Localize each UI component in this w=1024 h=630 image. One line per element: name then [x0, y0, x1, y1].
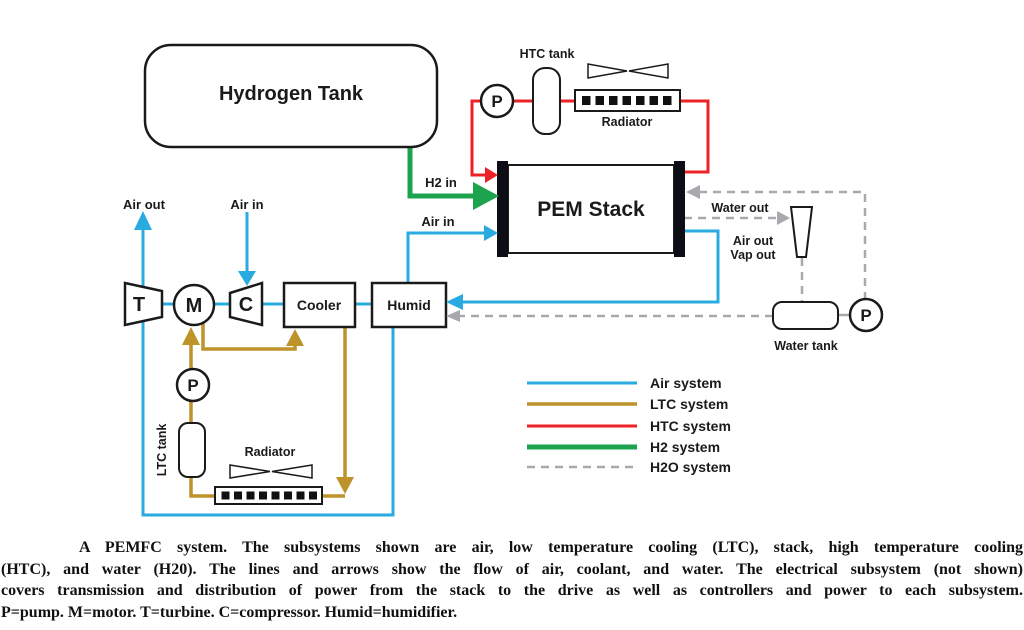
water-out-label: Water out	[711, 201, 769, 215]
htc-stack-to-radiator-line	[679, 99, 710, 174]
stack-air-out-line	[461, 229, 720, 304]
water-pump	[848, 297, 884, 333]
stack-air-in-label: Air in	[421, 214, 454, 229]
water-tank	[772, 301, 839, 330]
humidifier-label: Humid	[387, 297, 431, 313]
ltc-cooler-arrow-icon	[286, 329, 304, 346]
legend: Air system LTC system HTC system H2 syst…	[527, 375, 731, 475]
htc-pump-label: P	[491, 92, 502, 111]
ltc-pump-label: P	[187, 376, 198, 395]
htc-radiator-cells	[582, 96, 672, 105]
ltc-radiator-label: Radiator	[245, 445, 296, 459]
legend-label-htc: HTC system	[650, 418, 731, 434]
pemfc-system-diagram: Hydrogen Tank P HTC tank Radiator PEM St…	[123, 43, 884, 517]
turbine	[123, 281, 164, 327]
humidifier	[370, 281, 448, 329]
stack-air-in-arrow-icon	[484, 225, 498, 241]
water-tank-label: Water tank	[774, 339, 837, 353]
ltc-motor-to-cooler-line	[201, 322, 297, 351]
motor	[172, 283, 216, 327]
ltc-radiator-fan-icon	[271, 464, 313, 479]
pem-stack-label: PEM Stack	[537, 198, 645, 221]
caption-line: P=pump. M=motor. T=turbine. C=compressor…	[1, 603, 458, 621]
water-pump-label: P	[860, 306, 871, 325]
pem-stack-right-plate	[674, 161, 685, 257]
legend-label-h2o: H2O system	[650, 459, 731, 475]
humid-air-return-arrow-icon	[446, 294, 463, 310]
legend-label-air: Air system	[650, 375, 722, 391]
htc-pump-to-stack-line	[470, 99, 487, 177]
ltc-radiator-fan-icon	[229, 464, 271, 479]
water-separator-arrow-icon	[777, 211, 790, 225]
ltc-pump	[175, 367, 211, 403]
htc-tank-label: HTC tank	[520, 47, 575, 61]
figure-caption: A PEMFC system. The subsystems shown are…	[0, 537, 1024, 623]
pem-stack-left-plate	[497, 161, 508, 257]
ltc-tank	[178, 422, 206, 478]
ltc-radiator-arrow-icon	[336, 477, 354, 494]
water-stack-in-arrow-icon	[686, 185, 700, 199]
htc-tank	[532, 67, 561, 135]
ltc-radiator-cells	[221, 491, 317, 500]
stack-vap-out-label: Vap out	[730, 248, 776, 262]
h2-in-arrow-icon	[473, 182, 499, 210]
water-separator-icon	[789, 206, 814, 258]
caption-line: covers transmission and distribution of …	[1, 582, 1023, 599]
turbine-label: T	[133, 294, 145, 316]
humid-to-stack-air-line	[406, 231, 486, 283]
water-humid-arrow-icon	[446, 310, 460, 322]
htc-pump	[479, 83, 515, 119]
cooler-label: Cooler	[297, 297, 342, 313]
legend-label-ltc: LTC system	[650, 396, 728, 412]
motor-label: M	[186, 295, 203, 317]
compressor	[228, 281, 264, 327]
legend-label-h2: H2 system	[650, 439, 720, 455]
air-out-label: Air out	[123, 197, 166, 212]
htc-radiator-fan-icon	[628, 63, 669, 79]
hydrogen-tank	[143, 43, 439, 149]
htc-radiator-fan-icon	[587, 63, 628, 79]
h2-in-label: H2 in	[425, 175, 457, 190]
air-out-arrow-icon	[134, 211, 152, 230]
htc-stack-in-arrow-icon	[485, 167, 498, 183]
cooler	[282, 281, 357, 329]
hydrogen-tank-label: Hydrogen Tank	[219, 83, 364, 105]
stack-air-out-label: Air out	[733, 234, 774, 248]
compressor-label: C	[239, 294, 253, 316]
caption-line: A PEMFC system. The subsystems shown are…	[79, 539, 1023, 556]
ltc-tank-to-radiator-line	[189, 477, 215, 498]
ltc-motor-arrow-icon	[182, 327, 200, 345]
caption-line: (HTC), and water (H20). The lines and ar…	[1, 560, 1023, 578]
air-in-label: Air in	[230, 197, 263, 212]
htc-radiator-label: Radiator	[602, 115, 653, 129]
compressor-air-in-arrow-icon	[238, 271, 256, 286]
h2-supply-line	[407, 147, 475, 199]
ltc-radiator	[214, 486, 323, 505]
air-exhaust-loop-line	[141, 229, 395, 517]
ltc-tank-label: LTC tank	[155, 424, 169, 477]
